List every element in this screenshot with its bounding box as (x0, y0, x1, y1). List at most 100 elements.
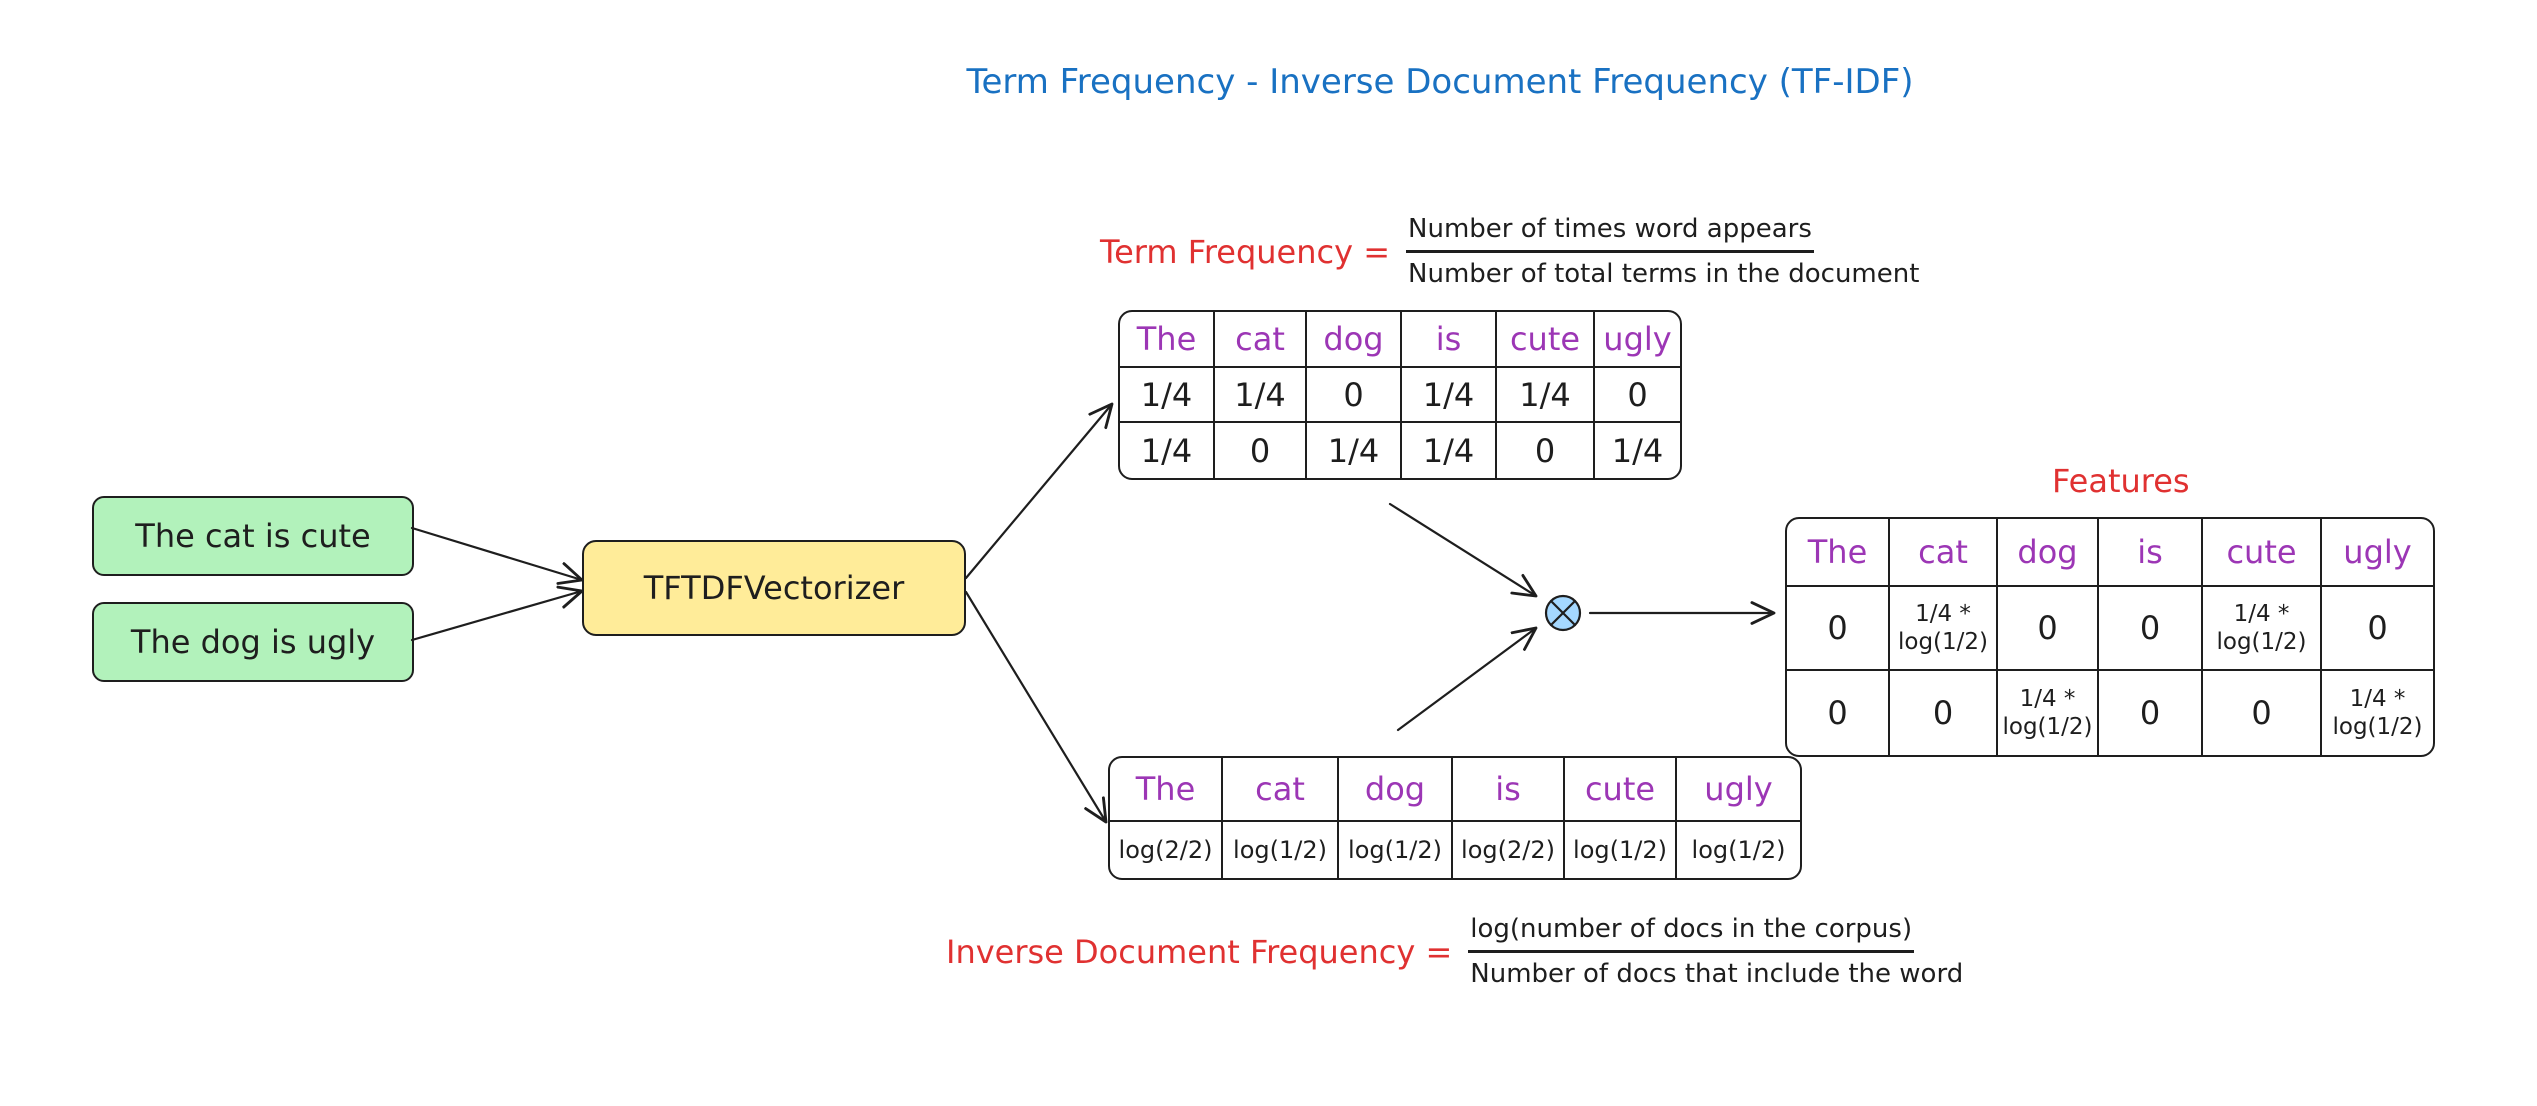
idf-cell: log(2/2) (1453, 822, 1565, 878)
features-cell-text: log(1/2) (2002, 714, 2093, 740)
tf-row: 1/4 1/4 0 1/4 1/4 0 (1120, 368, 1680, 423)
features-row: 0 0 1/4 *log(1/2) 0 0 1/4 *log(1/2) (1787, 671, 2433, 755)
document-1-text: The cat is cute (135, 517, 371, 555)
document-2-text: The dog is ugly (130, 623, 376, 661)
features-cell-text: 0 (1827, 609, 1848, 647)
features-cell-text: 1/4 * (2019, 686, 2076, 712)
tf-header-cell: ugly (1595, 312, 1680, 368)
idf-formula: Inverse Document Frequency = log(number … (946, 914, 1965, 989)
idf-cell: log(1/2) (1339, 822, 1453, 878)
multiply-circle-icon (1544, 594, 1582, 632)
features-cell: 1/4 *log(1/2) (1998, 671, 2099, 755)
features-cell: 0 (1787, 671, 1890, 755)
arrow-idf-to-operator (1396, 628, 1536, 732)
tf-cell: 1/4 (1497, 368, 1595, 423)
tf-formula-label: Term Frequency = (1100, 232, 1391, 271)
arrow-doc2-to-vectorizer (410, 591, 582, 642)
tf-numerator: Number of times word appears (1406, 214, 1814, 253)
tf-cell: 1/4 (1120, 368, 1215, 423)
tf-cell: 1/4 (1307, 423, 1402, 478)
features-cell: 0 (2322, 587, 2433, 671)
idf-header-cell: is (1453, 758, 1565, 822)
features-cell-text: 1/4 * (1915, 601, 1971, 627)
idf-cell: log(2/2) (1110, 822, 1223, 878)
tf-header-cell: dog (1307, 312, 1402, 368)
features-cell: 0 (1890, 671, 1998, 755)
tf-cell: 0 (1497, 423, 1595, 478)
idf-denominator: Number of docs that include the word (1470, 959, 1964, 989)
features-header-cell: dog (1998, 519, 2099, 587)
features-cell-text: 0 (2139, 609, 2161, 647)
features-cell: 0 (1787, 587, 1890, 671)
idf-cell: log(1/2) (1691, 836, 1786, 864)
tf-fraction: Number of times word appears Number of t… (1406, 214, 1921, 289)
tf-cell: 0 (1595, 368, 1680, 423)
idf-header-row: The cat dog is cute ugly (1110, 758, 1800, 822)
page-title: Term Frequency - Inverse Document Freque… (966, 62, 1914, 102)
idf-header-cell: cat (1223, 758, 1339, 822)
tf-cell: 0 (1215, 423, 1307, 478)
tf-cell: 1/4 (1120, 423, 1215, 478)
tf-header-cell: The (1120, 312, 1215, 368)
features-cell-text: 0 (2367, 609, 2388, 647)
idf-fraction: log(number of docs in the corpus) Number… (1468, 914, 1965, 989)
document-2: The dog is ugly (92, 602, 414, 682)
arrow-vectorizer-to-tf (964, 404, 1112, 580)
tf-denominator: Number of total terms in the document (1408, 259, 1920, 289)
idf-cell: log(1/2) (1223, 822, 1339, 878)
vectorizer-box: TFTDFVectorizer (582, 540, 966, 636)
vectorizer-label: TFTDFVectorizer (643, 569, 905, 607)
features-cell-text: 0 (1827, 694, 1848, 732)
tf-cell: 1/4 (1402, 368, 1497, 423)
features-title: Features (2052, 462, 2190, 500)
tf-row: 1/4 0 1/4 1/4 0 1/4 (1120, 423, 1680, 478)
tf-cell: 1/4 (1402, 423, 1497, 478)
arrow-vectorizer-to-idf (964, 590, 1106, 822)
features-cell-text: log(1/2) (2216, 629, 2307, 655)
idf-table: The cat dog is cute ugly log(2/2) log(1/… (1108, 756, 1802, 880)
arrow-doc1-to-vectorizer (410, 526, 582, 580)
features-cell: 1/4 *log(1/2) (1890, 587, 1998, 671)
idf-numerator: log(number of docs in the corpus) (1468, 914, 1915, 953)
features-header-cell: is (2099, 519, 2203, 587)
features-cell-text: 0 (2251, 694, 2272, 732)
features-cell-text: 1/4 * (2233, 601, 2290, 627)
tf-formula: Term Frequency = Number of times word ap… (1100, 214, 1921, 289)
idf-header-cell: The (1110, 758, 1223, 822)
tf-header-cell: cat (1215, 312, 1307, 368)
features-cell: 0 (1998, 587, 2099, 671)
features-row: 0 1/4 *log(1/2) 0 0 1/4 *log(1/2) 0 (1787, 587, 2433, 671)
features-header-cell: ugly (2322, 519, 2433, 587)
features-header-cell: cute (2203, 519, 2322, 587)
features-cell-text: 0 (2139, 694, 2161, 732)
arrow-tf-to-operator (1388, 502, 1536, 596)
features-header-row: The cat dog is cute ugly (1787, 519, 2433, 587)
idf-header-cell: cute (1565, 758, 1677, 822)
features-cell-text: 0 (1932, 694, 1954, 732)
features-table: The cat dog is cute ugly 0 1/4 *log(1/2)… (1785, 517, 2435, 757)
features-cell-text: log(1/2) (2332, 714, 2423, 740)
tf-cell: 0 (1307, 368, 1402, 423)
features-cell: 0 (2203, 671, 2322, 755)
idf-cell: log(1/2) (1565, 822, 1677, 878)
idf-row: log(2/2) log(1/2) log(1/2) log(2/2) log(… (1110, 822, 1800, 878)
features-cell: 0 (2099, 587, 2203, 671)
idf-formula-label: Inverse Document Frequency = (946, 932, 1453, 971)
tf-header-cell: cute (1497, 312, 1595, 368)
features-cell-text: 0 (2037, 609, 2058, 647)
features-cell: 1/4 *log(1/2) (2322, 671, 2433, 755)
document-1: The cat is cute (92, 496, 414, 576)
features-cell: 1/4 *log(1/2) (2203, 587, 2322, 671)
features-cell: 0 (2099, 671, 2203, 755)
idf-header-cell: ugly (1677, 758, 1800, 822)
features-cell-text: 1/4 * (2349, 686, 2406, 712)
features-cell-text: log(1/2) (1897, 629, 1989, 655)
tf-table: The cat dog is cute ugly 1/4 1/4 0 1/4 1… (1118, 310, 1682, 480)
tf-header-cell: is (1402, 312, 1497, 368)
features-header-cell: The (1787, 519, 1890, 587)
idf-header-cell: dog (1339, 758, 1453, 822)
tf-header-row: The cat dog is cute ugly (1120, 312, 1680, 368)
tf-cell: 1/4 (1215, 368, 1307, 423)
features-header-cell: cat (1890, 519, 1998, 587)
